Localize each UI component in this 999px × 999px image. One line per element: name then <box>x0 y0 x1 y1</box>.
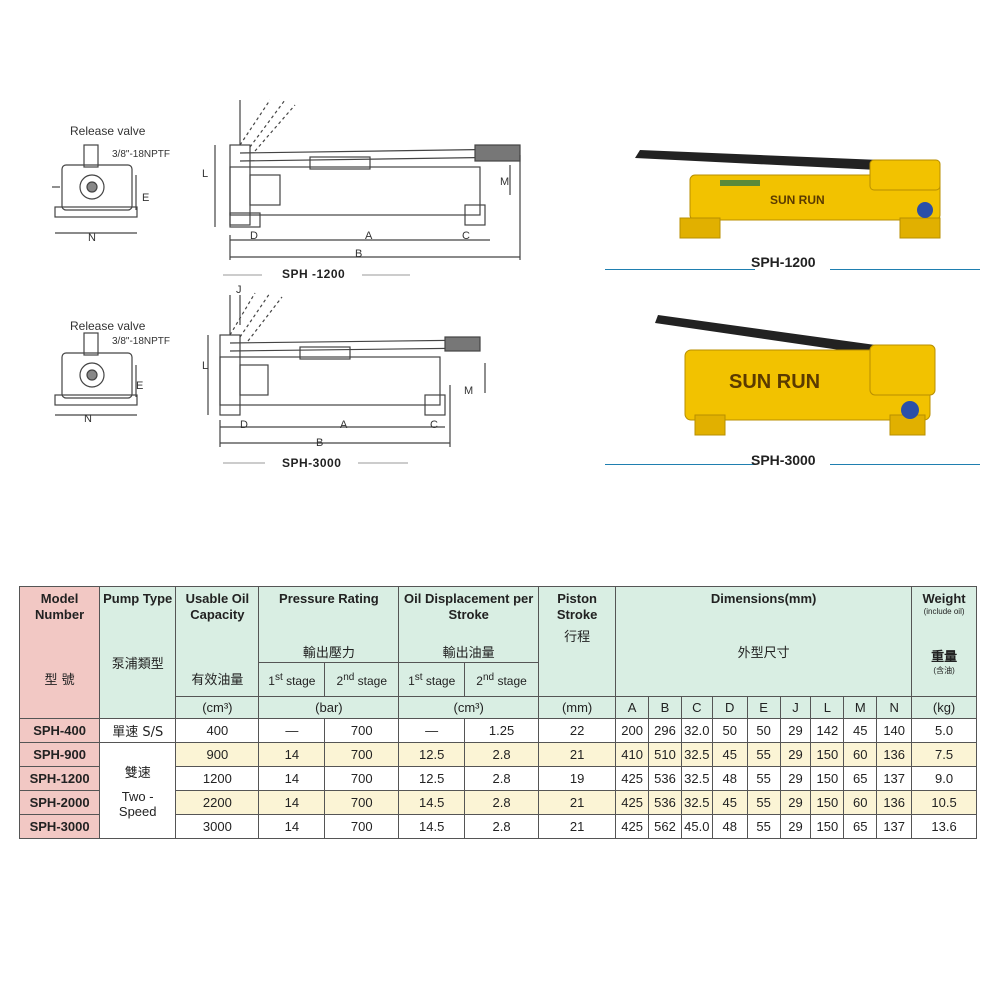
pressure-stage1: 1st stage <box>258 662 326 697</box>
dim-label-e: E <box>136 380 144 392</box>
diagram-caption: SPH-3000 <box>282 456 342 470</box>
dim-label-d: D <box>250 230 258 242</box>
dim-label-m: M <box>464 385 474 397</box>
dim-col-m: M <box>843 696 878 719</box>
dim-label-l: L <box>202 360 209 372</box>
usable-oil-header: Usable Oil Capacity 有效油量 <box>175 586 260 697</box>
dim-label-a: A <box>365 230 373 242</box>
piston-stroke-header: Piston Stroke 行程 <box>538 586 617 697</box>
release-valve-label: Release valve <box>70 319 146 333</box>
thread-label: 3/8"-18NPTF <box>112 149 171 160</box>
oil-displacement-header: Oil Displacement per Stroke <box>398 586 540 641</box>
dimensions-zh: 外型尺寸 <box>615 640 913 663</box>
dim-label-n: N <box>84 413 92 425</box>
dim-col-a: A <box>615 696 650 719</box>
dim-label-m: M <box>500 176 510 188</box>
release-valve-label: Release valve <box>70 124 146 138</box>
dim-col-l: L <box>810 696 845 719</box>
table-row: SPH-2000 2200 14 700 14.5 2.8 21 425 536… <box>18 790 977 815</box>
pump-drawing-bottom <box>54 292 486 464</box>
thread-label: 3/8"-18NPTF <box>112 336 171 347</box>
brand-logo: SUN RUN <box>770 193 825 207</box>
dim-label-b: B <box>355 248 363 260</box>
oil-stage2: 2nd stage <box>464 662 540 697</box>
dim-col-b: B <box>648 696 682 719</box>
dimensions-header: Dimensions(mm) <box>615 586 913 641</box>
dim-col-c: C <box>680 696 713 719</box>
pressure-rating-header: Pressure Rating <box>258 586 400 641</box>
diagram-caption: SPH -1200 <box>282 267 346 281</box>
pump-photo-bottom <box>655 315 936 436</box>
dim-label-c: C <box>462 230 470 242</box>
dim-col-d: D <box>711 696 748 719</box>
dim-label-b: B <box>316 437 324 449</box>
table-row: SPH-400 單速 S/S 400 — 700 — 1.25 22 200 2… <box>18 718 977 743</box>
dim-col-e: E <box>746 696 781 719</box>
spec-table: Model Number 型 號 Pump Type 泵浦類型 Usable O… <box>18 586 977 839</box>
oil-zh: 輸出油量 <box>398 640 540 663</box>
weight-header: Weight (include oil) 重量 (含油) <box>911 586 977 697</box>
two-speed-cell: 雙速 Two - Speed <box>99 742 177 839</box>
dim-label-d: D <box>240 419 248 431</box>
dim-label-j: J <box>236 284 242 296</box>
dim-label-l: L <box>202 168 209 180</box>
pump-drawing-top <box>52 99 521 276</box>
pump-photo-top <box>635 150 941 239</box>
table-row: SPH-1200 1200 14 700 12.5 2.8 19 425 536… <box>18 766 977 791</box>
dim-label-n: N <box>88 232 96 244</box>
photo-caption: SPH-1200 <box>751 254 816 270</box>
pressure-zh: 輸出壓力 <box>258 640 400 663</box>
table-row: SPH-3000 3000 14 700 14.5 2.8 21 425 562… <box>18 814 977 839</box>
pressure-stage2: 2nd stage <box>324 662 400 697</box>
brand-logo: SUN RUN <box>729 371 821 393</box>
photo-caption: SPH-3000 <box>751 452 816 468</box>
dim-col-n: N <box>876 696 913 719</box>
pump-type-header: Pump Type 泵浦類型 <box>99 586 177 719</box>
oil-stage1: 1st stage <box>398 662 466 697</box>
dim-label-e: E <box>142 192 150 204</box>
dim-label-c: C <box>430 419 438 431</box>
model-number-header: Model Number 型 號 <box>18 586 101 719</box>
table-row: SPH-900 雙速 Two - Speed 900 14 700 12.5 2… <box>18 742 977 839</box>
dim-label-a: A <box>340 419 348 431</box>
dim-col-j: J <box>779 696 812 719</box>
